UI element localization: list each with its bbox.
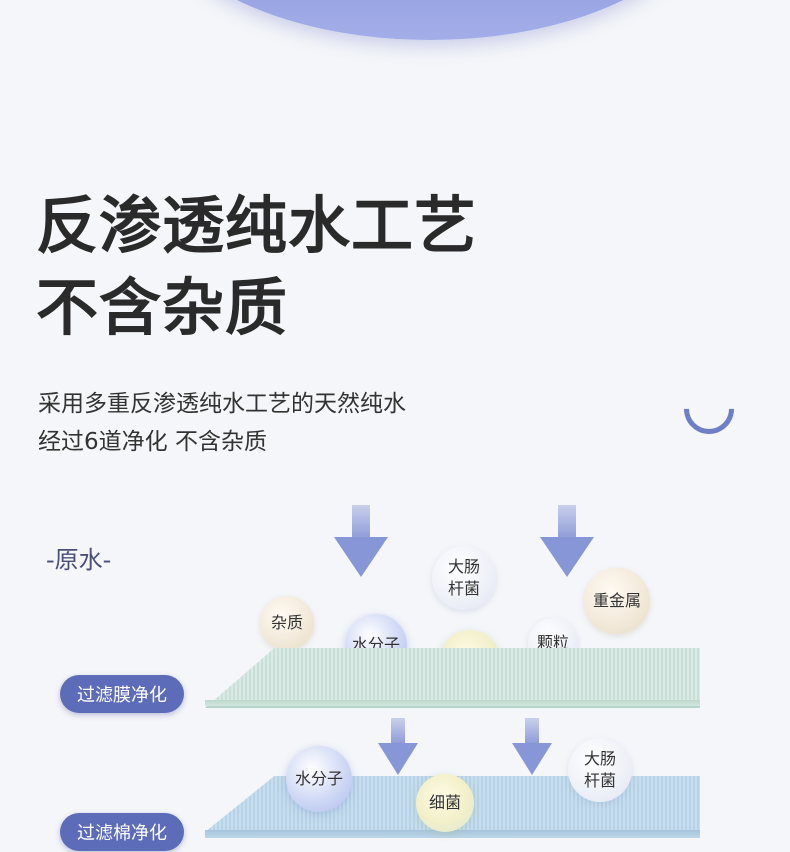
description: 采用多重反渗透纯水工艺的天然纯水 经过6道净化 不含杂质 (38, 385, 406, 461)
filter-membrane-edge (205, 700, 700, 706)
bubble-ecoli-2: 大肠 杆菌 (568, 738, 632, 802)
bubble-ecoli: 大肠 杆菌 (432, 546, 496, 610)
title-line-1: 反渗透纯水工艺 (36, 189, 478, 262)
down-arrow-icon (334, 505, 388, 577)
bubble-ecoli-line-1: 大肠 (447, 557, 480, 576)
loading-spinner-icon (673, 373, 745, 445)
bubble-ecoli-2-line-1: 大肠 (583, 749, 616, 768)
description-line-1: 采用多重反渗透纯水工艺的天然纯水 (38, 391, 406, 417)
bubble-water-molecule-2-label: 水分子 (294, 769, 343, 788)
bubble-heavy-metal-label: 重金属 (592, 591, 641, 610)
top-decorative-arc (150, 0, 710, 40)
raw-water-label: -原水- (46, 546, 112, 574)
filter-membrane-layer (205, 648, 700, 708)
bubble-heavy-metal: 重金属 (584, 568, 650, 634)
down-arrow-icon (540, 505, 594, 577)
bubble-impurity: 杂质 (260, 596, 314, 650)
bubble-impurity-label: 杂质 (270, 613, 303, 632)
down-arrow-icon (512, 718, 552, 776)
title-line-2: 不含杂质 (36, 271, 289, 344)
bubble-particle-label: 颗粒 (536, 633, 569, 652)
down-arrow-icon (378, 718, 418, 776)
bubble-bacteria-2: 细菌 (416, 774, 474, 832)
stage-label-membrane: 过滤膜净化 (60, 675, 184, 713)
page-title: 反渗透纯水工艺 不含杂质 (36, 185, 477, 349)
bubble-bacteria-2-label: 细菌 (428, 793, 461, 812)
bubble-ecoli-line-2: 杆菌 (447, 579, 480, 598)
bubble-water-molecule-2: 水分子 (286, 746, 352, 812)
stage-label-cotton: 过滤棉净化 (60, 813, 184, 851)
bubble-ecoli-2-line-2: 杆菌 (583, 771, 616, 790)
filter-cotton-edge (205, 830, 700, 838)
description-line-2: 经过6道净化 不含杂质 (38, 429, 267, 455)
